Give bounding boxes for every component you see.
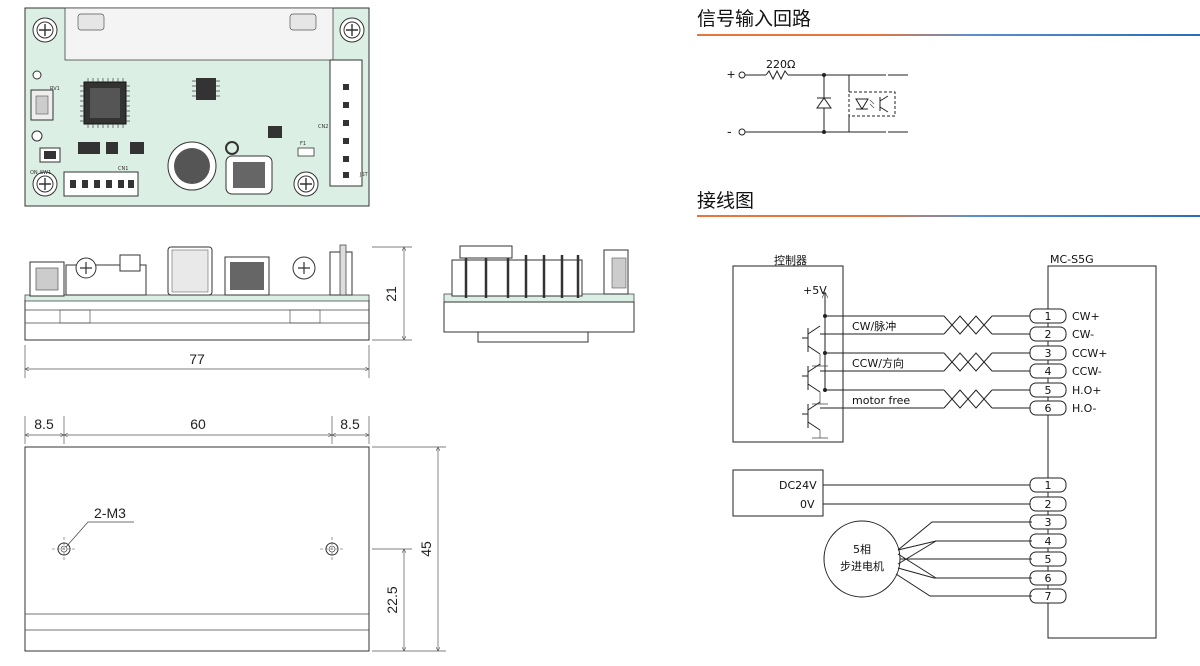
terminal: 2 CW- [1029, 326, 1094, 342]
pcb-top-view: RV1 SW1 CN1 CN2 F1 ON JST [24, 7, 370, 207]
terminal: 3 [1029, 514, 1067, 530]
controller-label: 控制器 [774, 253, 807, 267]
terminal-number: 5 [1045, 384, 1052, 397]
terminal-number: 2 [1045, 328, 1052, 341]
silk-label: F1 [300, 141, 306, 147]
diode-icon [816, 97, 832, 109]
terminal-label: CW+ [1072, 310, 1100, 323]
wiring-section: 接线图 控制器 +5V [697, 190, 1200, 639]
capacitor-icon [167, 141, 217, 191]
dim-hole-offset: 22.5 [384, 586, 400, 613]
terminal-number: 3 [1045, 347, 1052, 360]
terminal-label: H.O- [1072, 402, 1097, 415]
terminal-label: CW- [1072, 328, 1094, 341]
resistor-value: 220Ω [766, 58, 795, 71]
transistor-icon [802, 401, 828, 439]
terminal-number: 6 [1045, 572, 1052, 585]
mount-screw-icon [32, 171, 58, 197]
wiring-title: 接线图 [697, 190, 754, 212]
terminal: 3 CCW+ [1029, 345, 1107, 361]
power-supply-box [732, 469, 824, 517]
terminal: 1 CW+ [1029, 308, 1100, 324]
hole-label: 2-M3 [94, 505, 126, 521]
terminal: 1 [1029, 477, 1067, 493]
terminal-number: 4 [1045, 535, 1052, 548]
terminal-label: CCW+ [1072, 347, 1107, 360]
title-underline [697, 215, 1200, 217]
terminal: 5 [1029, 551, 1067, 567]
side-view [24, 244, 370, 341]
signal-input-section: 信号输入回路 + - 220Ω [697, 8, 1200, 139]
terminal: 2 [1029, 496, 1067, 512]
terminal-number: 4 [1045, 365, 1052, 378]
silk-label: JST [359, 172, 369, 178]
dim-height-bottom: 45 [418, 541, 434, 557]
terminal: 7 [1029, 588, 1067, 604]
power-0v-label: 0V [800, 498, 815, 511]
signal-cw-label: CW/脉冲 [852, 319, 896, 333]
dimension-hole-spacing: 8.5 60 8.5 [24, 416, 370, 444]
dim-height-side: 21 [383, 286, 399, 302]
signal-circuit-title: 信号输入回路 [697, 8, 811, 30]
plus-terminal: + [727, 66, 735, 82]
dim-left: 8.5 [34, 416, 54, 432]
terminal: 6 H.O- [1029, 400, 1097, 416]
silk-label: ON [30, 170, 38, 176]
terminal: 4 CCW- [1029, 363, 1102, 379]
silk-label: RV1 [50, 86, 60, 92]
terminal: 5 H.O+ [1029, 382, 1101, 398]
dimension-bottom-height: 45 22.5 [372, 446, 446, 652]
mount-screw-icon [32, 17, 58, 43]
terminal-number: 5 [1045, 553, 1052, 566]
motor-label-2: 步进电机 [840, 559, 884, 573]
driver-label: MC-S5G [1050, 253, 1094, 266]
title-underline [697, 34, 1200, 36]
signal-ccw-label: CCW/方向 [852, 356, 904, 370]
mount-hole-icon [320, 537, 344, 561]
silk-label: CN1 [118, 166, 128, 172]
terminal: 6 [1029, 570, 1067, 586]
terminal-number: 3 [1045, 516, 1052, 529]
resistor-icon [765, 69, 789, 81]
terminal-number: 2 [1045, 498, 1052, 511]
dim-center: 60 [190, 416, 206, 432]
minus-terminal: - [727, 123, 732, 139]
optocoupler-icon [848, 91, 896, 117]
power-24v-label: DC24V [779, 479, 817, 492]
terminal-label: CCW- [1072, 365, 1102, 378]
dimension-length: 77 [24, 345, 370, 378]
terminal-number: 6 [1045, 402, 1052, 415]
motor-label-1: 5相 [853, 543, 871, 556]
vcc-label: +5V [803, 284, 827, 297]
stepper-motor-icon [823, 520, 901, 598]
mount-screw-icon [339, 17, 365, 43]
end-view [443, 245, 635, 343]
mount-screw-icon [293, 171, 319, 197]
silk-label: CN2 [318, 124, 328, 130]
silk-label: SW1 [40, 170, 51, 176]
mcu-chip-icon [83, 81, 127, 125]
dim-right: 8.5 [340, 416, 360, 432]
terminal-label: H.O+ [1072, 384, 1101, 397]
transistor-icon [802, 363, 828, 405]
terminal-number: 1 [1045, 479, 1052, 492]
terminal-number: 1 [1045, 310, 1052, 323]
dim-length: 77 [189, 351, 205, 367]
dimension-height-side: 21 [372, 246, 412, 341]
terminal: 4 [1029, 533, 1067, 549]
terminal-number: 7 [1045, 590, 1052, 603]
signal-free-label: motor free [852, 394, 910, 407]
bottom-view: 2-M3 [24, 446, 370, 652]
